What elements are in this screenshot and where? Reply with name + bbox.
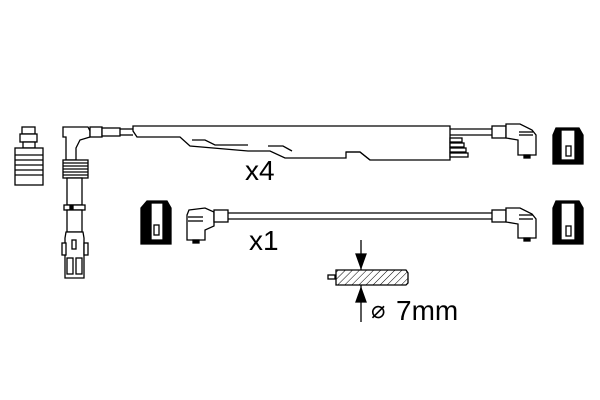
diameter-value-label: 7mm [396, 295, 459, 326]
spark-plug-cap-right-x1 [552, 200, 584, 245]
angled-plug-connector-right-x1 [491, 207, 537, 242]
angled-plug-connector-left-x1 [186, 207, 229, 244]
quantity-label-x1: x1 [249, 225, 279, 256]
cable-diameter-detail [327, 240, 409, 322]
diameter-symbol: ⌀ [371, 297, 386, 324]
cable-set-x4 [89, 125, 492, 161]
spark-plug-cap-left-x1 [140, 200, 172, 245]
angled-plug-connector-top [491, 123, 537, 159]
straight-plug-connector [61, 126, 91, 279]
cable-set-x1 [228, 212, 492, 220]
quantity-label-x4: x4 [245, 155, 275, 186]
spark-plug-cap-top-right [552, 127, 584, 165]
coil-boot-connector [14, 126, 44, 186]
